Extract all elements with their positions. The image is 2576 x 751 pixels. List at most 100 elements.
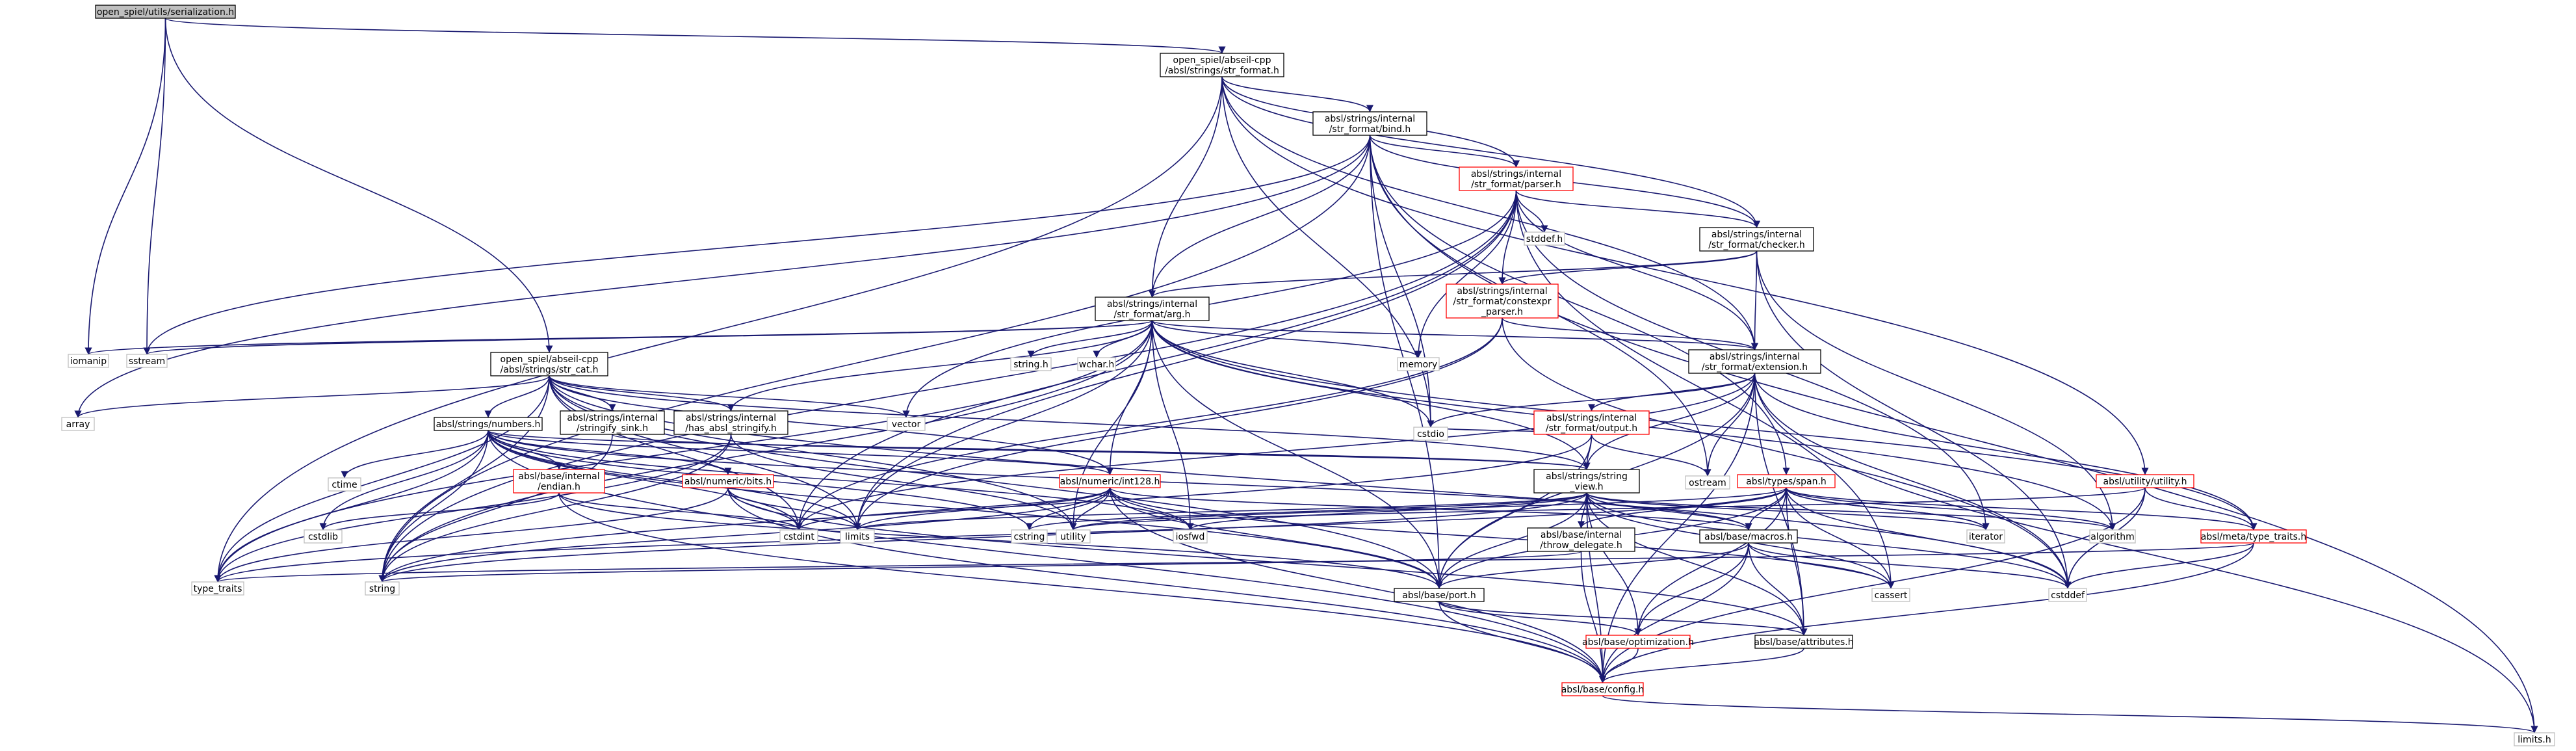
edge-endian-to-cstdint	[558, 492, 803, 531]
node-optimization[interactable]: absl/base/optimization.h	[1582, 635, 1694, 649]
node-label: /str_format/output.h	[1546, 423, 1637, 434]
edge-macros-to-attributes	[1748, 542, 1808, 636]
node-utility: utility	[1056, 529, 1091, 544]
edge-endian-to-cstdlib	[319, 492, 560, 531]
node-label: string.h	[1013, 360, 1048, 370]
edge-numbers-to-config	[488, 430, 1607, 683]
edge-numbers-to-type-traits	[214, 430, 489, 583]
edge-bind-to-array	[74, 135, 1371, 418]
edge-str-format-to-bind	[1221, 76, 1374, 112]
node-has-stringify[interactable]: absl/strings/internal/has_absl_stringify…	[673, 410, 788, 435]
edge-serialization-to-str-cat	[164, 18, 553, 353]
node-cstdlib: cstdlib	[304, 529, 343, 544]
edge-int128-to-config	[1109, 487, 1607, 683]
node-box	[1527, 527, 1635, 552]
edge-extension-to-output	[1587, 373, 1756, 412]
edge-stringify-sink-to-string	[378, 434, 613, 583]
edge-extension-to-attributes	[1754, 373, 1808, 636]
edge-serialization-to-iomanip	[85, 18, 166, 355]
node-checker[interactable]: absl/strings/internal/str_format/checker…	[1699, 227, 1814, 252]
node-str-cat[interactable]: open_spiel/abseil-cpp/absl/strings/str_c…	[490, 352, 608, 376]
edge-type-traits-abs-to-type-traits	[215, 542, 2254, 583]
node-label: limits	[845, 532, 870, 542]
edge-bits-to-attributes	[727, 487, 1808, 636]
node-attributes[interactable]: absl/base/attributes.h	[1754, 635, 1854, 649]
node-span[interactable]: absl/types/span.h	[1737, 474, 1836, 488]
node-label: /str_format/checker.h	[1708, 240, 1805, 250]
node-box	[1754, 635, 1853, 649]
node-type-traits-abs[interactable]: absl/meta/type_traits.h	[2200, 529, 2307, 544]
edge-has-stringify-to-utility	[730, 434, 1077, 531]
node-bits[interactable]: absl/numeric/bits.h	[682, 474, 774, 488]
node-box	[1524, 231, 1565, 246]
edge-span-to-algorithm	[1786, 487, 2116, 531]
node-iomanip: iomanip	[68, 354, 109, 368]
edge-numbers-to-ctime	[341, 430, 489, 479]
node-box	[304, 529, 343, 544]
edge-type-traits-abs-to-cstddef	[2064, 542, 2254, 589]
node-label: absl/utility/utility.h	[2103, 477, 2187, 487]
node-numbers[interactable]: absl/strings/numbers.h	[434, 417, 543, 431]
node-int128[interactable]: absl/numeric/int128.h	[1059, 474, 1161, 488]
node-extension[interactable]: absl/strings/internal/str_format/extensi…	[1688, 349, 1821, 374]
node-label: absl/numeric/bits.h	[684, 477, 772, 487]
node-box	[2200, 529, 2307, 544]
edge-extension-to-limits-h	[1754, 373, 2538, 733]
node-label: /absl/strings/str_cat.h	[501, 365, 599, 375]
node-label: memory	[1399, 360, 1438, 370]
node-macros[interactable]: absl/base/macros.h	[1699, 529, 1798, 544]
node-cassert: cassert	[1871, 588, 1910, 602]
edge-str-cat-to-type-traits	[214, 375, 550, 583]
edge-string-view-to-algorithm	[1586, 492, 2116, 531]
node-arg[interactable]: absl/strings/internal/str_format/arg.h	[1095, 296, 1210, 321]
edge-extension-to-type-traits-abs	[1754, 373, 2257, 531]
node-config[interactable]: absl/base/config.h	[1561, 682, 1645, 696]
node-bind[interactable]: absl/strings/internal/str_format/bind.h	[1312, 111, 1427, 136]
edge-parser-to-checker	[1515, 190, 1760, 228]
edge-str-format-to-arg	[1148, 76, 1223, 298]
edge-bind-to-cstdio	[1369, 135, 1435, 428]
node-box	[2514, 732, 2555, 746]
node-utility-h[interactable]: absl/utility/utility.h	[2096, 474, 2194, 488]
node-constexpr-parser[interactable]: absl/strings/internal/str_format/constex…	[1446, 283, 1559, 319]
node-label: absl/strings/internal	[1471, 169, 1561, 179]
edge-arg-to-cstdio	[1151, 320, 1435, 428]
edge-bits-to-type-traits	[214, 487, 729, 583]
node-iosfwd: iosfwd	[1173, 529, 1208, 544]
node-throw-delegate[interactable]: absl/base/internal/throw_delegate.h	[1527, 527, 1635, 552]
node-string-view[interactable]: absl/strings/string_view.h	[1533, 469, 1640, 494]
node-box	[1173, 529, 1208, 544]
node-box	[328, 477, 361, 492]
edge-string-view-to-limits	[853, 492, 1587, 531]
node-str-format[interactable]: open_spiel/abseil-cpp/absl/strings/str_f…	[1160, 53, 1284, 77]
node-iterator: iterator	[1966, 529, 2005, 544]
node-serialization[interactable]: open_spiel/utils/serialization.h	[95, 5, 236, 19]
node-ctime: ctime	[328, 477, 361, 492]
node-stringify-sink[interactable]: absl/strings/internal/stringify_sink.h	[560, 410, 665, 435]
edge-span-to-throw-delegate	[1578, 487, 1787, 529]
edge-arg-to-iosfwd	[1151, 320, 1194, 531]
node-port[interactable]: absl/base/port.h	[1394, 588, 1485, 602]
node-label: stddef.h	[1526, 234, 1563, 244]
node-box	[682, 474, 774, 488]
edge-numbers-to-string	[378, 430, 489, 583]
node-box	[2048, 588, 2087, 602]
edge-constexpr-parser-to-cstddef	[1502, 317, 2072, 589]
edge-bind-to-arg	[1148, 135, 1371, 298]
edge-str-cat-to-array	[74, 375, 550, 418]
node-limits-h: limits.h	[2514, 732, 2555, 746]
edge-constexpr-parser-to-limits	[853, 317, 1503, 531]
node-endian[interactable]: absl/base/internal/endian.h	[513, 469, 605, 494]
edge-optimization-to-config	[1598, 648, 1639, 683]
edge-parser-to-string	[378, 190, 1517, 583]
node-label: open_spiel/abseil-cpp	[1173, 55, 1271, 66]
node-box	[1966, 529, 2005, 544]
node-box	[1446, 283, 1559, 319]
node-parser[interactable]: absl/strings/internal/str_format/parser.…	[1459, 166, 1574, 191]
node-box	[61, 417, 95, 431]
node-label: /str_format/constexpr	[1453, 296, 1552, 307]
edge-bits-to-limits	[727, 487, 861, 531]
edge-utility-h-to-type-traits-abs	[2144, 487, 2257, 531]
node-output[interactable]: absl/strings/internal/str_format/output.…	[1533, 410, 1650, 435]
node-box	[840, 529, 875, 544]
